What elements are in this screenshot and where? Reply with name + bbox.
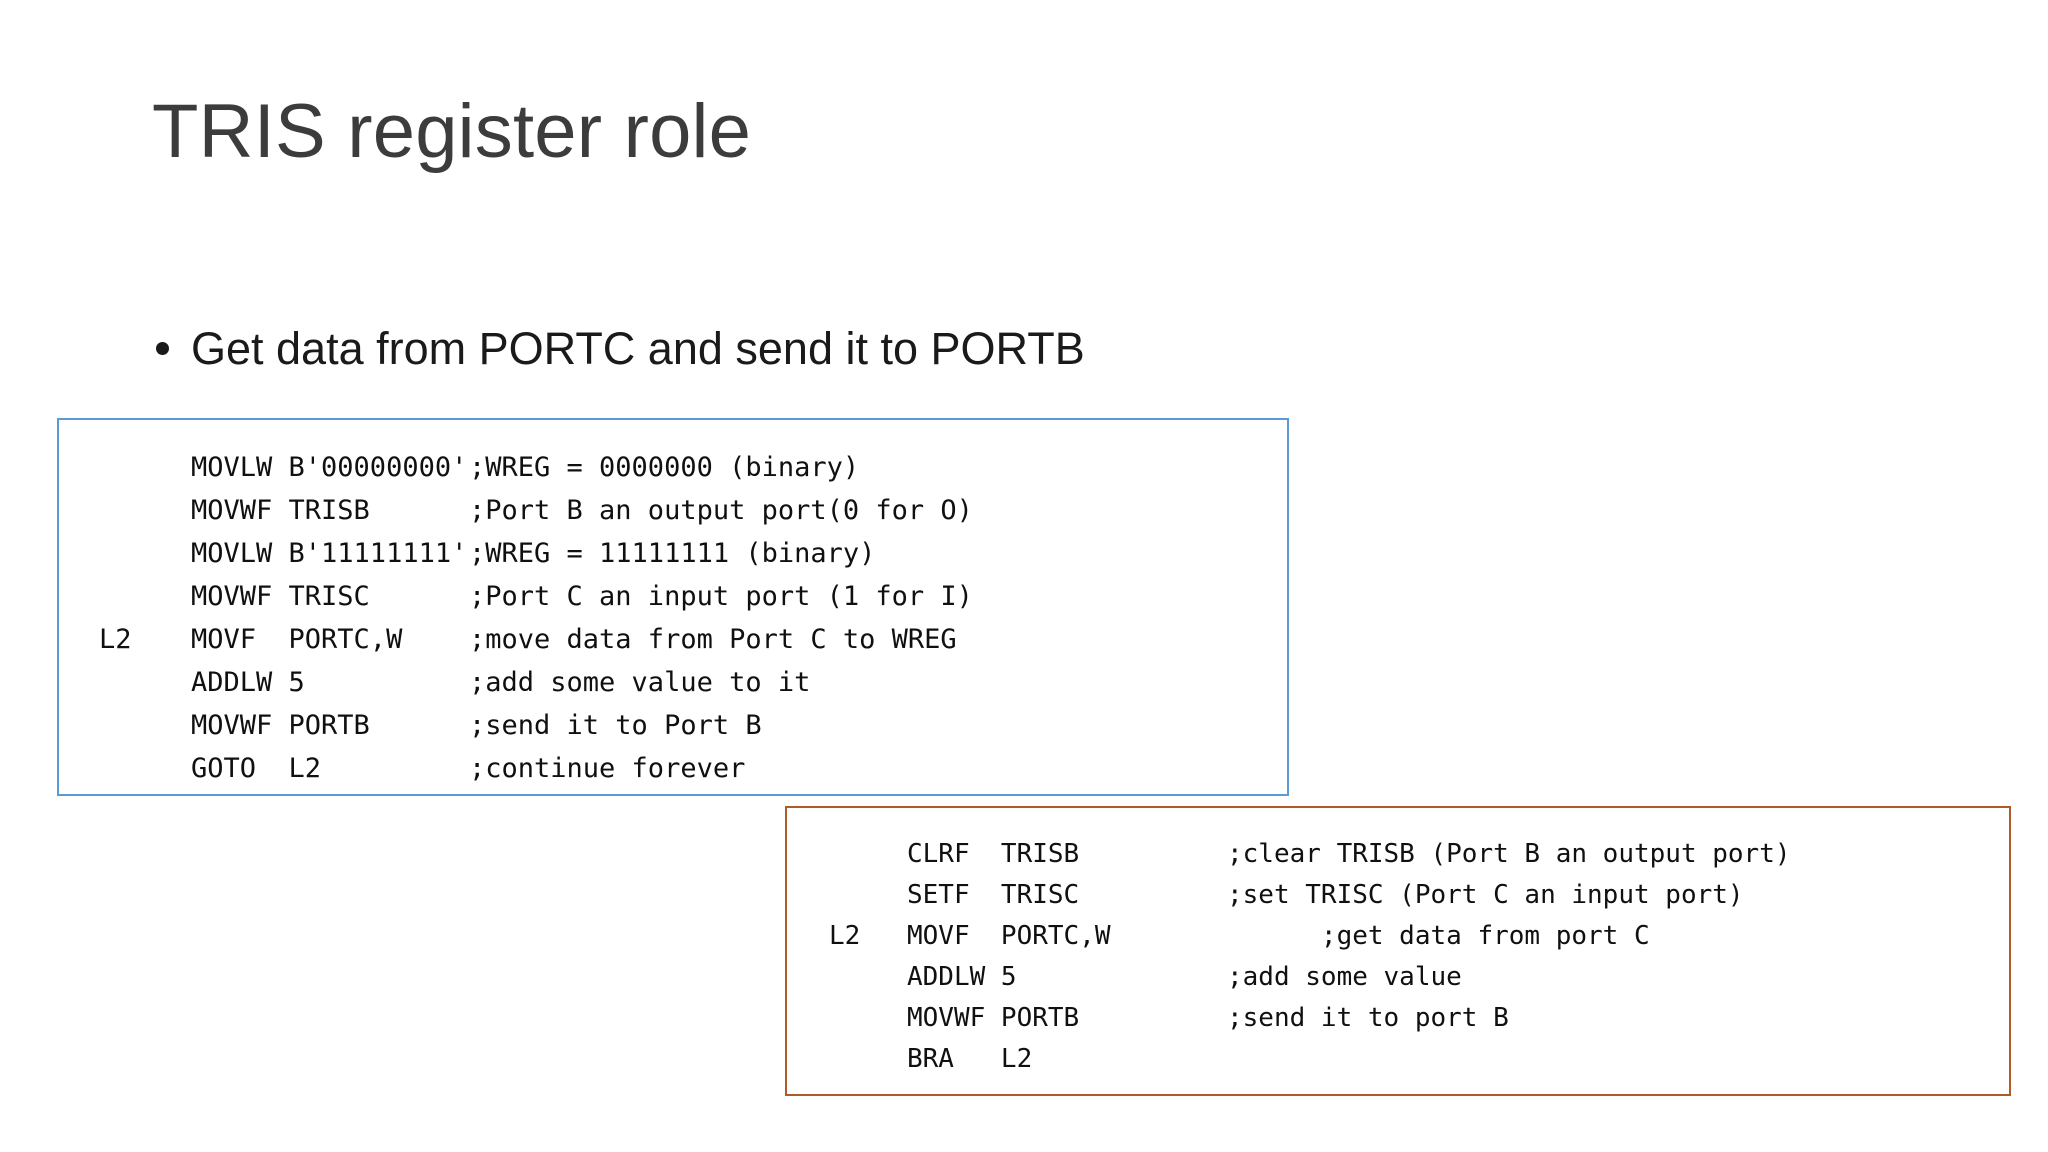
code-line: MOVWF TRISB ;Port B an output port(0 for… [99,489,973,532]
code-comment: ;Port C an input port (1 for I) [469,581,973,612]
code-label: L2 [99,624,132,655]
code-line: MOVLW B'00000000' ;WREG = 0000000 (binar… [99,446,973,489]
code-line: GOTO L2 ;continue forever [99,747,973,790]
code-listing-blue: MOVLW B'00000000' ;WREG = 0000000 (binar… [57,418,1289,796]
code-comment: ;WREG = 0000000 (binary) [469,452,860,483]
code-text: ADDLW 5 [907,962,1017,992]
code-text: MOVWF TRISC [191,581,370,612]
code-line: BRA L2 [829,1039,1791,1080]
code-line: ADDLW 5 ;add some value to it [99,661,973,704]
code-line: MOVLW B'11111111' ;WREG = 11111111 (bina… [99,532,973,575]
code-comment: ;add some value [1227,962,1462,992]
code-listing-blue-lines: MOVLW B'00000000' ;WREG = 0000000 (binar… [99,446,973,790]
code-listing-brown: CLRF TRISB ;clear TRISB (Port B an outpu… [785,806,2011,1096]
code-text: GOTO L2 [191,753,322,784]
bullet-dot-icon [156,342,169,355]
code-text: MOVWF PORTB [907,1003,1080,1033]
bullet-item-label: Get data from PORTC and send it to PORTB [191,323,1085,374]
code-comment: ;send it to port B [1227,1003,1509,1033]
code-text: MOVWF PORTB [191,710,370,741]
code-comment: ;add some value to it [469,667,811,698]
bullet-list-item: Get data from PORTC and send it to PORTB [156,322,1085,376]
code-label: L2 [829,921,861,951]
code-text: SETF TRISC [907,880,1080,910]
code-text: MOVF PORTC,W [191,624,403,655]
code-listing-brown-lines: CLRF TRISB ;clear TRISB (Port B an outpu… [829,834,1791,1080]
code-text: CLRF TRISB [907,839,1080,869]
code-line: MOVWF PORTB ;send it to port B [829,998,1791,1039]
code-comment: ;send it to Port B [469,710,762,741]
code-comment: ;get data from port C [1227,921,1650,951]
code-line: CLRF TRISB ;clear TRISB (Port B an outpu… [829,834,1791,875]
code-line: ADDLW 5 ;add some value [829,957,1791,998]
page-title: TRIS register role [152,89,752,174]
code-text: MOVLW B'11111111' [191,538,468,569]
code-text: MOVLW B'00000000' [191,452,468,483]
code-comment: ;continue forever [469,753,746,784]
code-comment: ;Port B an output port(0 for O) [469,495,973,526]
code-comment: ;clear TRISB (Port B an output port) [1227,839,1791,869]
code-text: MOVWF TRISB [191,495,370,526]
code-comment: ;WREG = 11111111 (binary) [469,538,876,569]
code-comment: ;move data from Port C to WREG [469,624,957,655]
code-text: MOVF PORTC,W [907,921,1111,951]
code-line: SETF TRISC ;set TRISC (Port C an input p… [829,875,1791,916]
code-line: MOVWF PORTB ;send it to Port B [99,704,973,747]
code-text: BRA L2 [907,1044,1033,1074]
code-comment: ;set TRISC (Port C an input port) [1227,880,1744,910]
code-line: MOVWF TRISC ;Port C an input port (1 for… [99,575,973,618]
code-line: L2 MOVF PORTC,W ;get data from port C [829,916,1791,957]
code-text: ADDLW 5 [191,667,305,698]
code-line: L2 MOVF PORTC,W ;move data from Port C t… [99,618,973,661]
